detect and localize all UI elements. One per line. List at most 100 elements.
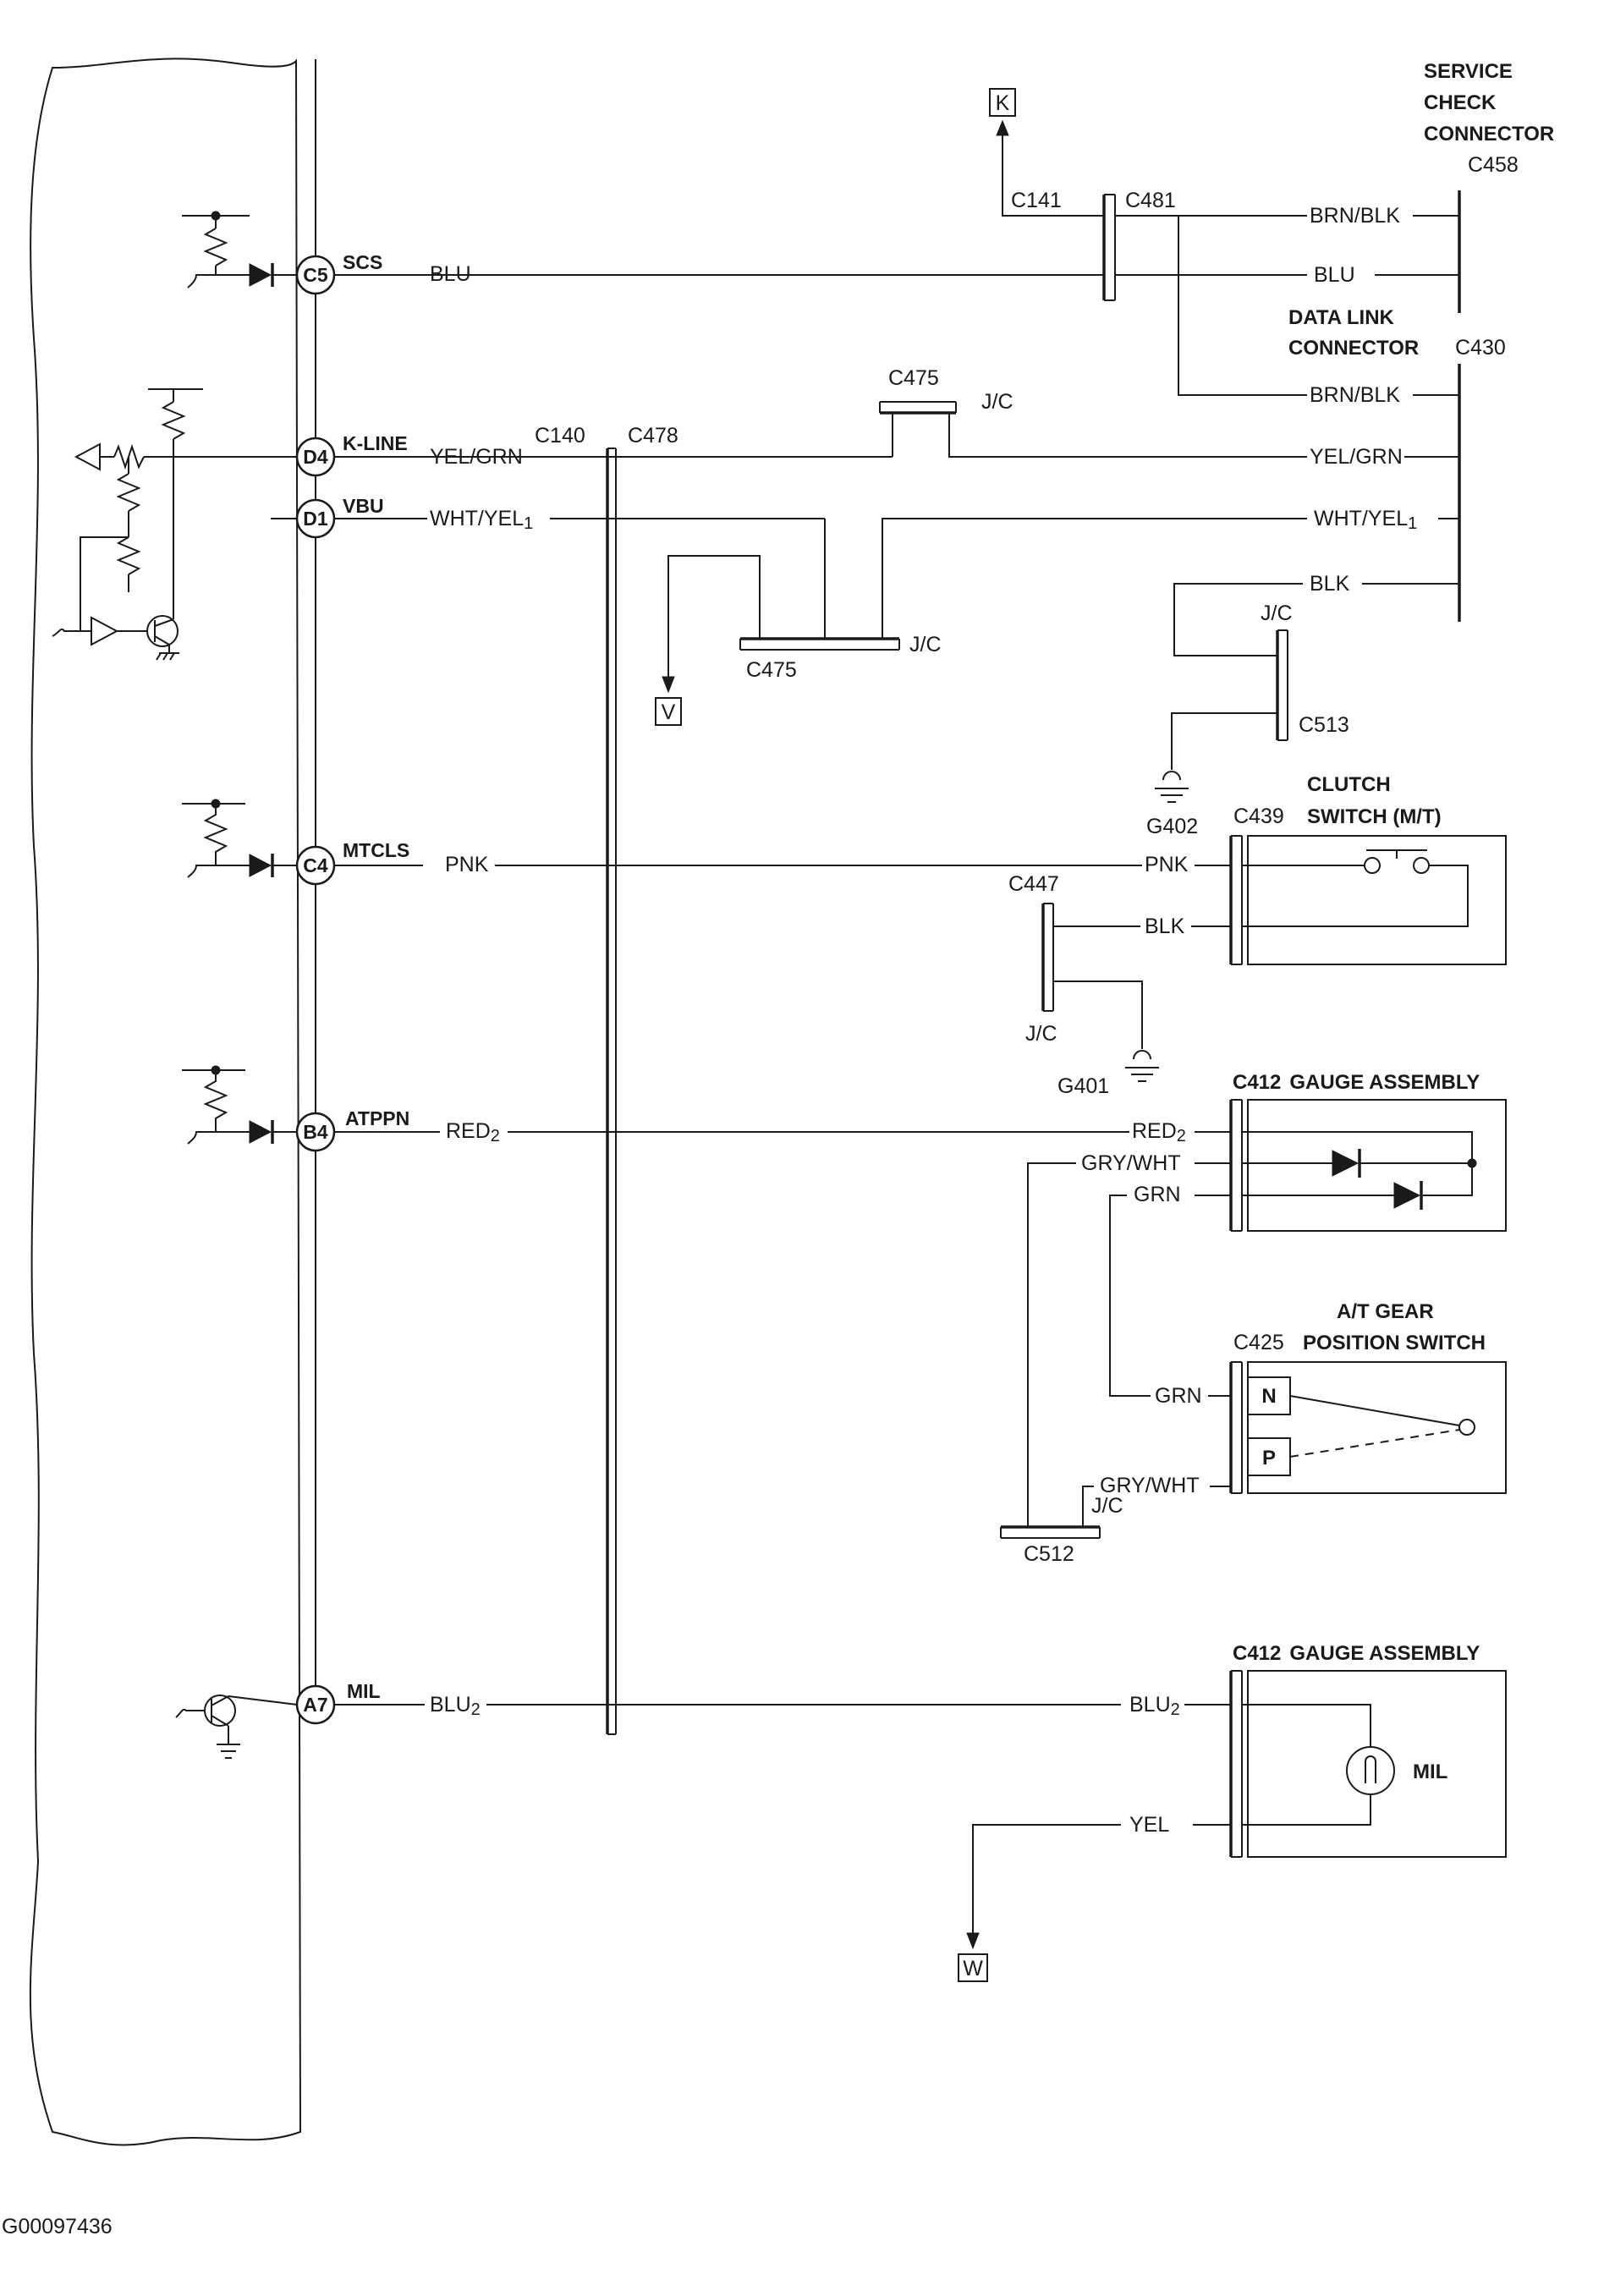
wire-scs-label: BLU [430,262,471,286]
pin-d1-id: D1 [303,508,328,530]
gauge-assembly-lower [1229,1670,1507,1858]
connector-c513 [1276,629,1288,741]
wire-red-label-c412-main: RED [1132,1119,1177,1143]
gear-position-switch: N P [1229,1361,1507,1494]
service-check-title-3: CONNECTOR [1424,123,1554,146]
connector-c475-top-label: C475 [888,366,939,390]
connector-c478-label: C478 [628,424,678,448]
scs-internal-circuit [182,211,297,288]
wire-mil-label-c412-sub: 2 [1171,1700,1180,1719]
kline-internal-circuit [52,388,297,661]
wire-blu-label-c458: BLU [1314,263,1355,287]
clutch-title-1: CLUTCH [1307,773,1391,796]
wire-brnblk-label-c458: BRN/BLK [1310,204,1400,228]
jc-label-c447: J/C [1025,1022,1057,1046]
data-link-title-2: CONNECTOR [1288,337,1419,360]
gear-title-1: A/T GEAR [1337,1300,1434,1323]
clutch-contact-icon [1364,857,1381,874]
jc-label-top: J/C [981,390,1013,414]
wire-atppn-label: RED2 [446,1119,500,1145]
connector-c475-top [879,401,957,415]
pin-c5: C5 [295,255,336,295]
ground-g402-icon [1155,771,1189,803]
jc-label-c512: J/C [1091,1494,1123,1518]
ref-v-box [655,697,682,726]
wire-grn-label-c412: GRN [1134,1183,1181,1206]
wire-grywht-label-c425: GRY/WHT [1100,1474,1200,1497]
gear-switch-contact-icon [1458,1419,1475,1436]
atppn-internal-circuit [182,1065,297,1145]
gauge-assembly-upper [1229,1099,1507,1232]
connector-c439-label: C439 [1233,805,1284,828]
connector-c447 [1041,903,1054,1012]
connector-c512-label: C512 [1024,1542,1074,1566]
connector-c458-label: C458 [1468,153,1519,177]
pin-c4-id: C4 [303,854,328,876]
wire-grywht-label-c412: GRY/WHT [1081,1151,1181,1175]
wire-vbu-label-c430-sub: 1 [1408,514,1417,533]
wire-to-ref-k [1002,123,1104,217]
gauge-diode-2-icon [1393,1182,1421,1209]
ground-g401-icon [1125,1050,1159,1082]
pin-c5-name: SCS [343,251,382,273]
connector-c430-label: C430 [1455,336,1506,360]
wire-kline-label-c430: YEL/GRN [1310,445,1403,469]
gauge-diode-1-icon [1332,1150,1360,1177]
wire-to-ref-v [667,555,761,689]
connector-c513-label: C513 [1299,713,1349,737]
gear-switch-p: P [1262,1447,1276,1469]
pin-a7: A7 [295,1684,336,1725]
mil-bulb-icon [1346,1746,1395,1795]
wire-vbu-label: WHT/YEL1 [430,507,533,533]
gauge-upper-name: GAUGE ASSEMBLY [1289,1071,1480,1094]
wire-kline-label: YEL/GRN [430,445,523,469]
pin-c4-name: MTCLS [343,839,409,861]
pin-d1-name: VBU [343,495,384,517]
pin-d4-id: D4 [303,446,328,468]
connector-c512 [1000,1525,1101,1539]
pin-d4: D4 [295,437,336,477]
jc-label-c475: J/C [909,633,942,656]
jc-label-c513: J/C [1261,601,1293,625]
wire-vbu-label-c430: WHT/YEL1 [1314,507,1417,533]
gear-switch-n: N [1261,1385,1276,1408]
wire-atppn-label-main: RED [446,1119,491,1143]
ref-w-label: W [963,1957,983,1980]
wire-mil-label: BLU2 [430,1693,481,1719]
connector-c475-bottom [739,637,900,651]
service-check-title-2: CHECK [1424,91,1497,114]
mil-bulb-label: MIL [1413,1760,1447,1783]
wire-mil-label-c412-main: BLU [1129,1693,1171,1717]
connector-c481-label: C481 [1125,189,1176,212]
wire-vbu-label-sub: 1 [524,514,533,533]
wire-mil-label-c412: BLU2 [1129,1693,1180,1719]
clutch-title-2: SWITCH (M/T) [1307,805,1442,828]
pin-b4: B4 [295,1112,336,1152]
connector-c141-label: C141 [1011,189,1062,212]
mtcls-diode-icon [249,854,272,877]
service-check-title-1: SERVICE [1424,60,1513,83]
atppn-diode-icon [249,1120,272,1144]
wire-grn-label-c425: GRN [1155,1384,1202,1408]
connector-c141-c481 [1102,194,1116,301]
pin-c5-id: C5 [303,264,328,286]
ref-v-label: V [662,700,676,724]
ground-g401-label: G401 [1057,1074,1109,1098]
ref-k-label: K [996,91,1010,115]
kline-output-buffer-icon [74,442,101,471]
wire-atppn-label-sub: 2 [491,1127,500,1145]
pin-c4: C4 [295,845,336,886]
wire-yel-label: YEL [1129,1813,1169,1837]
wire-mil-label-main: BLU [430,1693,471,1717]
kline-transistor-icon [146,615,179,647]
wire-pnk-label-c439: PNK [1145,853,1189,876]
wire-blk-label-c430: BLK [1310,572,1350,596]
wire-red-label-c412: RED2 [1132,1119,1186,1145]
connector-c475-bottom-label: C475 [746,658,797,682]
ground-g402-label: G402 [1146,815,1198,838]
gauge-upper-title: C412 GAUGE ASSEMBLY [1233,1071,1480,1094]
gauge-upper-connector: C412 [1233,1071,1281,1094]
ref-w-box [958,1953,988,1982]
